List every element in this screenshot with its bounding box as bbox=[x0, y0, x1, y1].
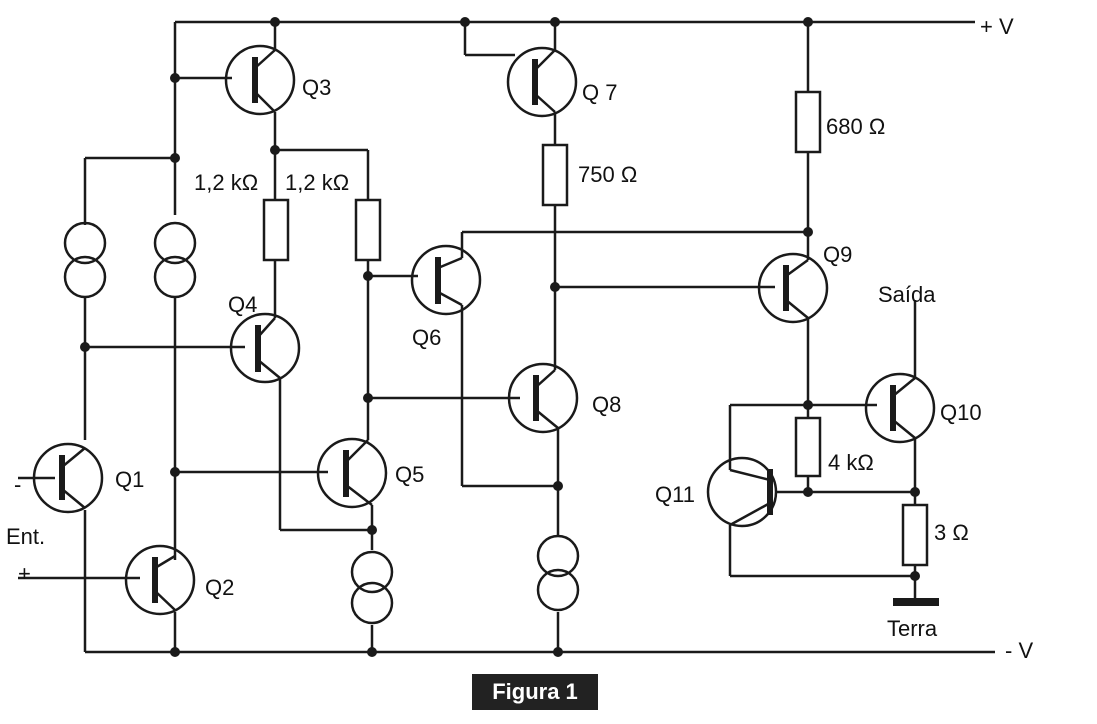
transistor-q10 bbox=[864, 372, 936, 444]
transistor-q11 bbox=[706, 456, 778, 528]
r3-label: 3 Ω bbox=[934, 520, 969, 545]
q7-label: Q 7 bbox=[582, 80, 617, 105]
q5-label: Q5 bbox=[395, 462, 424, 487]
transistor-q9 bbox=[757, 252, 829, 324]
r4k-label: 4 kΩ bbox=[828, 450, 874, 475]
figure-caption: Figura 1 bbox=[472, 674, 598, 710]
q2-label: Q2 bbox=[205, 575, 234, 600]
q3-label: Q3 bbox=[302, 75, 331, 100]
current-source-4 bbox=[536, 534, 580, 612]
transistor-q1 bbox=[32, 442, 104, 514]
resistor-3 bbox=[901, 503, 929, 567]
wiring bbox=[18, 20, 995, 654]
plus-input-label: + bbox=[18, 561, 31, 586]
q11-label: Q11 bbox=[655, 482, 695, 507]
resistor-1k2-right bbox=[354, 198, 382, 262]
transistor-q2 bbox=[124, 544, 196, 616]
resistor-750 bbox=[541, 143, 569, 207]
minus-input-label: - bbox=[14, 472, 21, 497]
ent-label: Ent. bbox=[6, 524, 45, 549]
resistor-4k bbox=[794, 416, 822, 478]
positive-rail-label: + V bbox=[980, 14, 1014, 39]
saida-label: Saída bbox=[878, 282, 936, 307]
transistor-q8 bbox=[507, 362, 579, 434]
negative-rail-label: - V bbox=[1005, 638, 1033, 663]
r12a-label: 1,2 kΩ bbox=[194, 170, 258, 195]
r12b-label: 1,2 kΩ bbox=[285, 170, 349, 195]
junction-dots bbox=[80, 17, 920, 657]
q8-label: Q8 bbox=[592, 392, 621, 417]
ground-symbol bbox=[893, 598, 939, 606]
resistor-1k2-left bbox=[262, 198, 290, 262]
transistor-q6 bbox=[410, 244, 482, 316]
q9-label: Q9 bbox=[823, 242, 852, 267]
transistor-q4 bbox=[229, 312, 301, 384]
r680-label: 680 Ω bbox=[826, 114, 885, 139]
transistor-q3 bbox=[224, 44, 296, 116]
current-source-2 bbox=[153, 221, 197, 299]
q1-label: Q1 bbox=[115, 467, 144, 492]
q6-label: Q6 bbox=[412, 325, 441, 350]
transistor-q7 bbox=[506, 46, 578, 118]
terra-label: Terra bbox=[887, 616, 938, 641]
r750-label: 750 Ω bbox=[578, 162, 637, 187]
current-source-1 bbox=[63, 221, 107, 299]
q10-label: Q10 bbox=[940, 400, 982, 425]
q4-label: Q4 bbox=[228, 292, 257, 317]
current-source-3 bbox=[350, 550, 394, 625]
transistor-q5 bbox=[316, 437, 388, 509]
resistor-680 bbox=[794, 90, 822, 154]
